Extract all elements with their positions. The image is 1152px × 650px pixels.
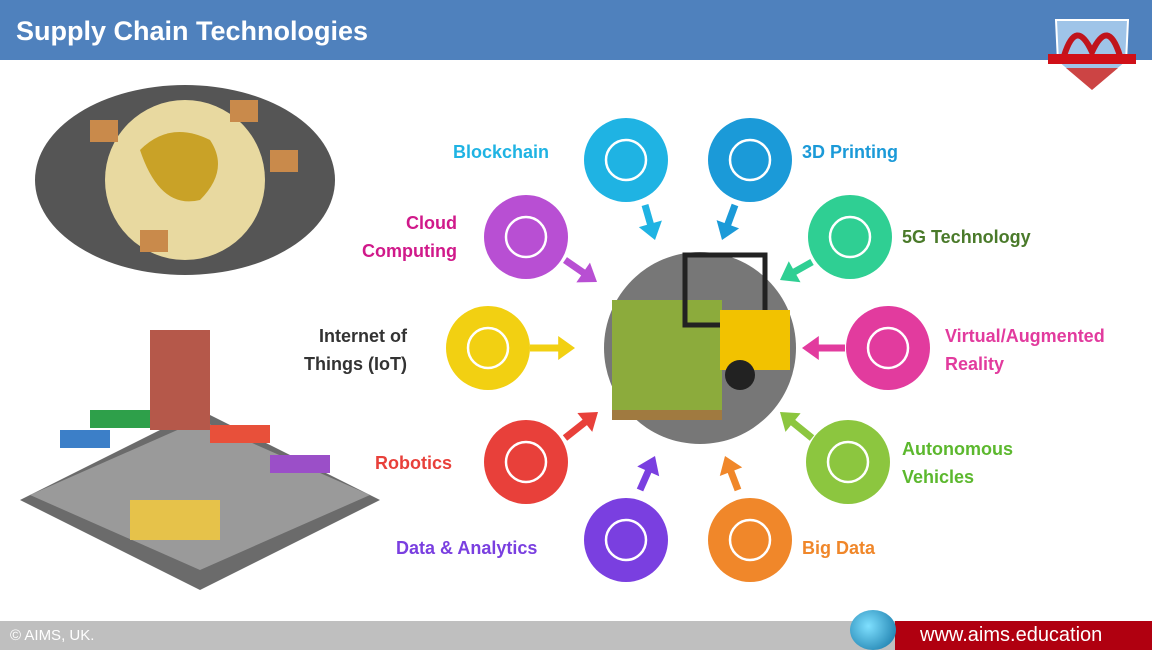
arrow-head xyxy=(638,220,662,240)
globe-icon xyxy=(850,610,896,650)
icon-glyph xyxy=(826,440,870,484)
tech-label-line: Big Data xyxy=(802,538,876,558)
icon-glyph xyxy=(504,440,548,484)
arrow-head xyxy=(558,336,575,360)
icon-glyph xyxy=(866,326,910,370)
icon-glyph xyxy=(504,215,548,259)
icon-glyph xyxy=(728,138,772,182)
tech-label: Robotics xyxy=(375,449,452,477)
icon-glyph xyxy=(466,326,510,370)
arrow-head xyxy=(716,220,740,240)
cloud-icon xyxy=(484,195,568,279)
aims-logo xyxy=(1048,19,1136,90)
arrow-head xyxy=(780,412,801,432)
footer-url-bar xyxy=(895,621,1152,650)
tech-label-line: Computing xyxy=(362,241,457,261)
marketplace-image xyxy=(20,330,380,590)
supply-chain-globe-image xyxy=(35,85,335,275)
tech-label-line: Cloud xyxy=(406,213,457,233)
cloud-data-icon xyxy=(708,498,792,582)
arrow-head xyxy=(719,456,743,476)
tech-label-line: Internet of xyxy=(319,326,407,346)
tech-label-line: Robotics xyxy=(375,453,453,473)
arrow-head xyxy=(802,336,819,360)
tech-label-line: 3D Printing xyxy=(802,142,899,162)
tech-label-line: Vehicles xyxy=(902,467,975,487)
tech-label: 3D Printing xyxy=(802,138,898,166)
arrow-head xyxy=(780,261,801,283)
tech-label: Internet of Things (IoT) xyxy=(304,322,407,378)
arrow-head xyxy=(576,262,597,283)
3d-printer-icon xyxy=(708,118,792,202)
arrow-head xyxy=(637,456,660,477)
tech-label-line: Blockchain xyxy=(453,142,550,162)
arrow-head xyxy=(577,412,598,432)
icon-glyph xyxy=(828,215,872,259)
smart-home-icon xyxy=(446,306,530,390)
tech-label-line: Things (IoT) xyxy=(304,354,407,374)
robot-arm-icon xyxy=(484,420,568,504)
arrow xyxy=(562,416,591,441)
vr-headset-icon xyxy=(846,306,930,390)
tech-label-line: Autonomous xyxy=(902,439,1013,459)
icon-glyph xyxy=(728,518,772,562)
header-bar xyxy=(0,0,1152,60)
page-title: Supply Chain Technologies xyxy=(16,16,369,46)
tech-label-line: 5G Technology xyxy=(902,227,1031,247)
tech-label: Big Data xyxy=(802,534,875,562)
icon-glyph xyxy=(604,518,648,562)
forklift-icon xyxy=(612,252,790,420)
vehicle-icon xyxy=(806,420,890,504)
tech-label-line: Virtual/Augmented xyxy=(945,326,1105,346)
tech-label-line: Reality xyxy=(945,354,1005,374)
bar-chart-icon xyxy=(584,498,668,582)
tech-label: Data & Analytics xyxy=(396,534,537,562)
5g-signal-icon xyxy=(808,195,892,279)
icon-glyph xyxy=(604,138,648,182)
tech-label-line: Data & Analytics xyxy=(396,538,538,558)
tech-label: 5G Technology xyxy=(902,223,1031,251)
network-icon xyxy=(584,118,668,202)
arrow xyxy=(787,416,815,441)
website-link[interactable]: www.aims.education xyxy=(920,624,1103,646)
tech-label: Blockchain xyxy=(453,138,549,166)
copyright-text: © AIMS, UK. xyxy=(10,627,95,644)
